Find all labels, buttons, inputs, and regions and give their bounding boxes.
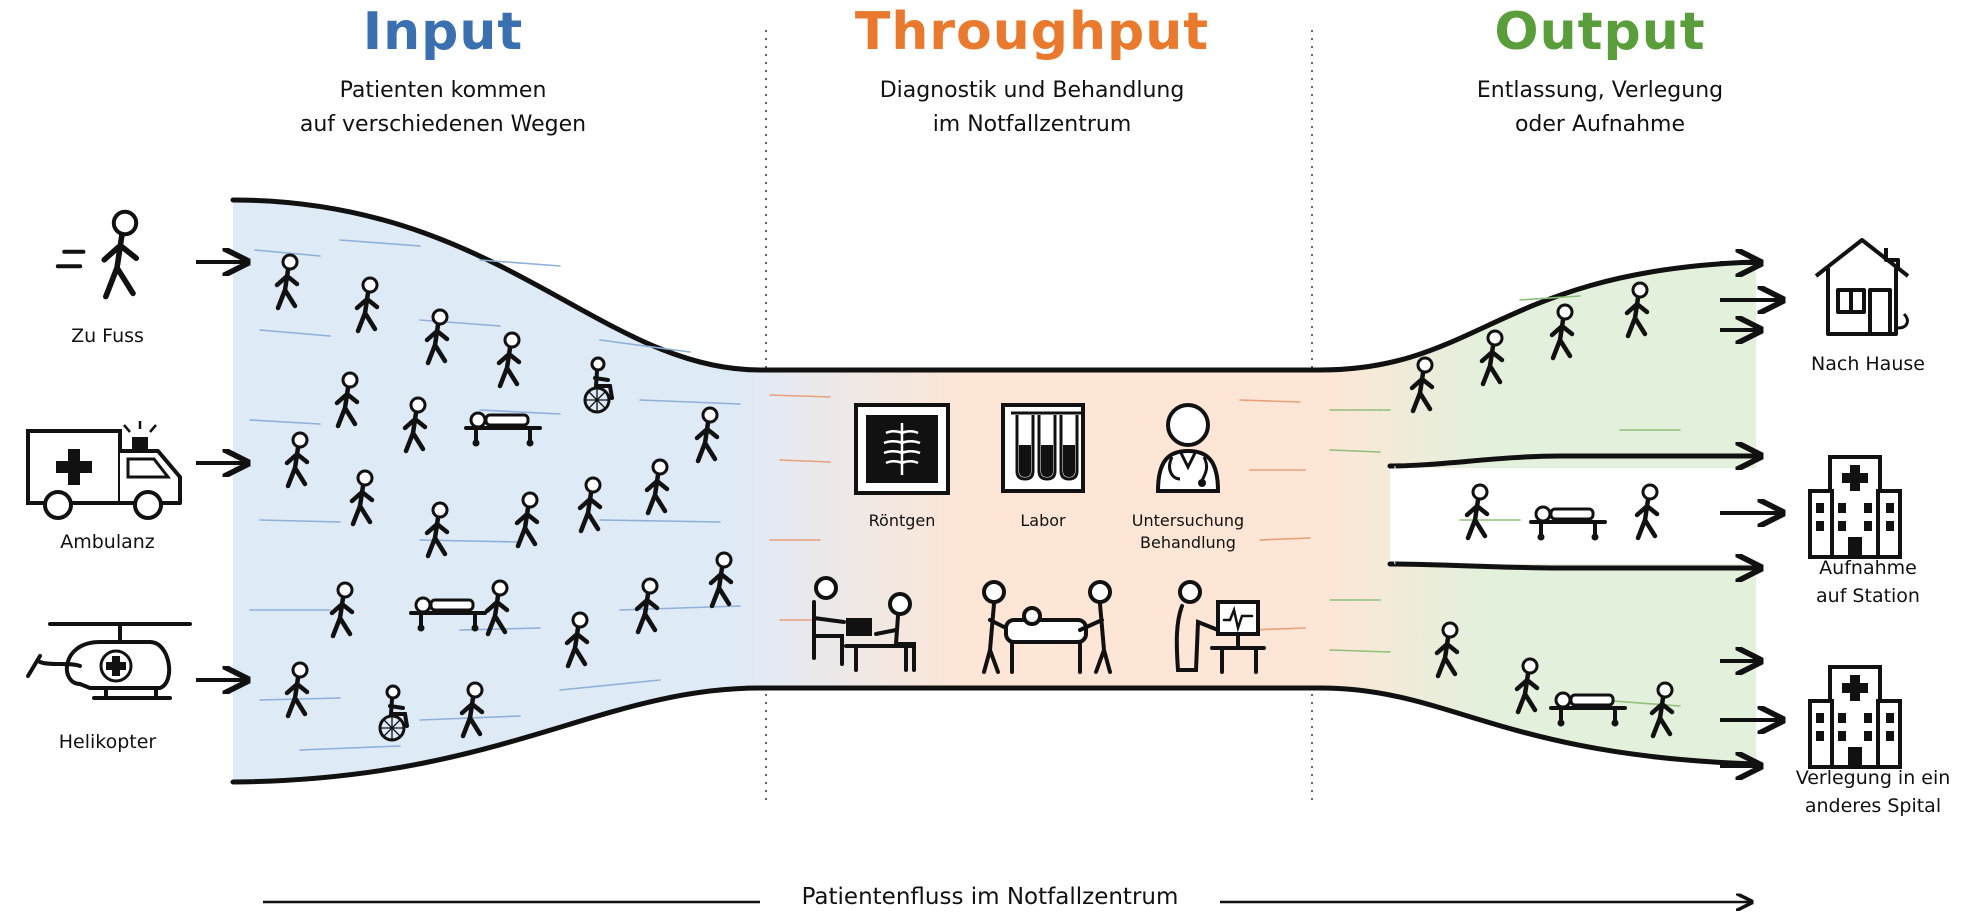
hospital-icon bbox=[1808, 455, 1902, 559]
column-title-input: Input bbox=[362, 2, 524, 62]
branch-edge bbox=[1387, 453, 1759, 469]
hospital-icon bbox=[1808, 665, 1902, 769]
arrival-label-walk: Zu Fuss bbox=[71, 325, 144, 347]
destination-label-transfer: Verlegung in ein anderes Spital bbox=[1795, 767, 1951, 817]
walking-person-icon bbox=[55, 209, 140, 300]
exit-arrows bbox=[1720, 263, 1780, 766]
walking-person-icon bbox=[1467, 485, 1487, 538]
branch-edge bbox=[1387, 561, 1759, 571]
flow-lines-output bbox=[1329, 295, 1681, 707]
column-subtitle-throughput: Diagnostik und Behandlung im Notfallzent… bbox=[879, 78, 1185, 137]
doctor-icon bbox=[1155, 403, 1221, 493]
destination-label-ward: Aufnahme auf Station bbox=[1816, 557, 1920, 607]
flow-funnel bbox=[233, 200, 1756, 782]
house-icon bbox=[1814, 238, 1910, 336]
arrival-label-ambulance: Ambulanz bbox=[60, 531, 155, 553]
helicopter-icon bbox=[26, 622, 192, 700]
xray-icon bbox=[854, 403, 950, 495]
column-header-throughput: Throughput Diagnostik und Behandlung im … bbox=[752, 0, 1312, 142]
arrival-label-helicopter: Helikopter bbox=[58, 731, 157, 753]
column-subtitle-input: Patienten kommen auf verschiedenen Wegen bbox=[299, 78, 587, 137]
emergency-treatment-scene-icon bbox=[982, 580, 1112, 674]
funnel-top-edge bbox=[230, 197, 1759, 373]
column-header-output: Output Entlassung, Verlegung oder Aufnah… bbox=[1320, 0, 1880, 142]
flow-lines-throughput bbox=[769, 394, 1311, 631]
lab-tubes-icon bbox=[1001, 403, 1085, 493]
flow-axis-label: Patientenfluss im Notfallzentrum bbox=[760, 884, 1220, 910]
consultation-scene-icon bbox=[812, 576, 916, 672]
ambulance-icon bbox=[26, 421, 182, 520]
station-label-lab: Labor bbox=[1020, 511, 1066, 530]
station-label-xray: Röntgen bbox=[868, 511, 936, 530]
stretcher-patient-icon bbox=[1529, 505, 1607, 543]
column-title-throughput: Throughput bbox=[854, 2, 1210, 62]
funnel-bottom-edge bbox=[230, 685, 1759, 785]
destination-label-home: Nach Hause bbox=[1811, 353, 1925, 375]
column-title-output: Output bbox=[1494, 2, 1706, 62]
station-label-treatment: Untersuchung Behandlung bbox=[1131, 511, 1245, 552]
column-header-input: Input Patienten kommen auf verschiedenen… bbox=[163, 0, 723, 142]
walking-person-icon bbox=[1637, 485, 1657, 538]
column-subtitle-output: Entlassung, Verlegung oder Aufnahme bbox=[1476, 78, 1724, 137]
monitoring-scene-icon bbox=[1174, 580, 1266, 674]
